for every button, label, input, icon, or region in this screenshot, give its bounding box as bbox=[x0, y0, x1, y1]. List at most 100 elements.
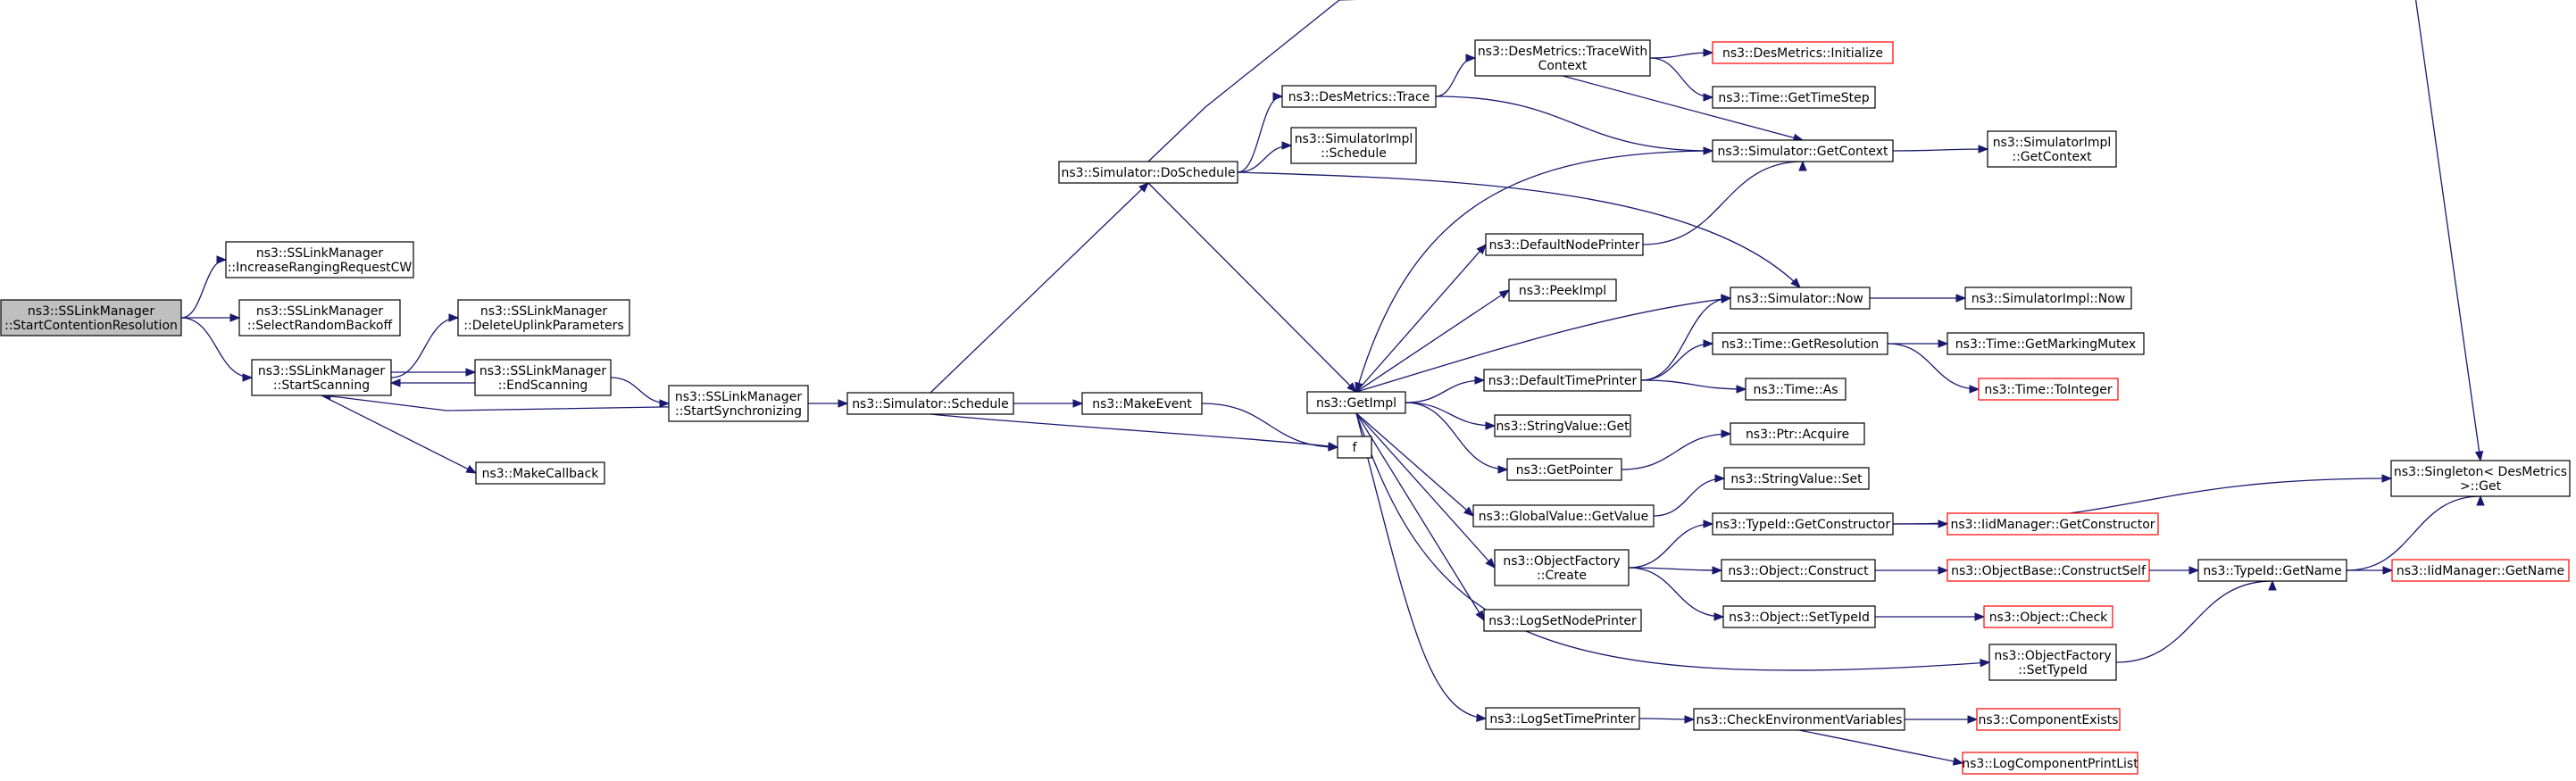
node-make-event[interactable]: ns3::MakeEvent bbox=[1081, 392, 1203, 415]
node-objfactory-settypeid[interactable]: ns3::ObjectFactory::SetTypeId bbox=[1988, 644, 2117, 681]
arrowhead bbox=[1712, 566, 1723, 575]
node-box bbox=[1693, 708, 1905, 731]
node-getpointer[interactable]: ns3::GetPointer bbox=[1506, 458, 1622, 481]
node-select-backoff[interactable]: ns3::SSLinkManager::SelectRandomBackoff bbox=[238, 299, 401, 336]
call-nodes: ns3::SSLinkManager::StartContentionResol… bbox=[0, 39, 2571, 775]
edge-objfactory-create-to-typeid-getctor bbox=[1628, 523, 1713, 569]
edge-sim-doschedule-to-getimpl bbox=[1147, 182, 1357, 393]
node-time-tointeger[interactable]: ns3::Time::ToInteger bbox=[1978, 378, 2119, 401]
node-label: ns3::Simulator::Schedule bbox=[852, 397, 1009, 411]
node-time-getstep[interactable]: ns3::Time::GetTimeStep bbox=[1712, 86, 1876, 109]
arrowhead bbox=[1980, 659, 1991, 668]
node-objfactory-create[interactable]: ns3::ObjectFactory::Create bbox=[1494, 549, 1630, 586]
node-stringvalue-get[interactable]: ns3::StringValue::Get bbox=[1494, 414, 1631, 437]
node-object-construct[interactable]: ns3::Object::Construct bbox=[1721, 559, 1876, 582]
node-des-trace[interactable]: ns3::DesMetrics::Trace bbox=[1281, 85, 1437, 108]
arrowhead bbox=[1703, 48, 1714, 57]
node-object-check[interactable]: ns3::Object::Check bbox=[1983, 605, 2113, 628]
node-iidmgr-getname[interactable]: ns3::IidManager::GetName bbox=[2391, 559, 2570, 582]
arrowhead bbox=[1721, 429, 1732, 438]
node-typeid-getname[interactable]: ns3::TypeId::GetName bbox=[2197, 559, 2347, 582]
arrowhead bbox=[1955, 294, 1967, 303]
node-logcomp-printlist[interactable]: ns3::LogComponentPrintList bbox=[1962, 752, 2138, 775]
node-label: ns3::ObjectBase::ConstructSelf bbox=[1951, 564, 2147, 578]
arrowhead bbox=[1974, 612, 1986, 621]
node-sim-doschedule[interactable]: ns3::Simulator::DoSchedule bbox=[1058, 161, 1238, 184]
arrowhead bbox=[1497, 465, 1509, 474]
node-box bbox=[1494, 549, 1630, 586]
arrowhead bbox=[1072, 399, 1084, 408]
arrowhead bbox=[229, 313, 241, 322]
node-simimpl-getctx[interactable]: ns3::SimulatorImpl::GetContext bbox=[1987, 130, 2117, 168]
node-sim-getctx[interactable]: ns3::Simulator::GetContext bbox=[1712, 139, 1894, 162]
edge-sim-schedule-to-sim-doschedule bbox=[930, 182, 1149, 394]
arrowhead bbox=[2188, 566, 2200, 575]
node-default-time-printer[interactable]: ns3::DefaultTimePrinter bbox=[1483, 369, 1642, 392]
node-sim-schedule[interactable]: ns3::Simulator::Schedule bbox=[846, 392, 1014, 415]
arrowhead bbox=[1476, 243, 1487, 255]
arrowhead bbox=[389, 378, 401, 387]
node-typeid-getctor[interactable]: ns3::TypeId::GetConstructor bbox=[1712, 512, 1894, 536]
node-f[interactable]: f bbox=[1337, 436, 1372, 459]
node-objectbase-constructself[interactable]: ns3::ObjectBase::ConstructSelf bbox=[1947, 559, 2150, 582]
node-label: ns3::LogSetTimePrinter bbox=[1489, 712, 1636, 727]
node-box bbox=[1058, 161, 1238, 184]
node-ptr-acquire[interactable]: ns3::Ptr::Acquire bbox=[1730, 422, 1865, 445]
node-box bbox=[0, 299, 182, 336]
node-start-scanning[interactable]: ns3::SSLinkManager::StartScanning bbox=[251, 359, 392, 396]
node-box bbox=[1306, 391, 1406, 414]
node-label: ns3::Singleton< DesMetrics bbox=[2394, 465, 2567, 479]
node-label: ns3::CheckEnvironmentVariables bbox=[1696, 713, 1903, 727]
node-object-settypeid[interactable]: ns3::Object::SetTypeId bbox=[1722, 605, 1876, 628]
node-increase-cw[interactable]: ns3::SSLinkManager::IncreaseRangingReque… bbox=[225, 241, 414, 278]
node-des-init[interactable]: ns3::DesMetrics::Initialize bbox=[1712, 41, 1894, 64]
node-logset-timeprinter[interactable]: ns3::LogSetTimePrinter bbox=[1485, 707, 1640, 730]
node-component-exists[interactable]: ns3::ComponentExists bbox=[1976, 708, 2121, 731]
node-end-scanning[interactable]: ns3::SSLinkManager::EndScanning bbox=[474, 359, 612, 396]
node-singleton-get[interactable]: ns3::Singleton< DesMetrics >::Get bbox=[2390, 460, 2571, 497]
node-stringvalue-set[interactable]: ns3::StringValue::Set bbox=[1723, 467, 1870, 490]
node-box bbox=[474, 359, 612, 396]
edge-getimpl-to-globalvalue-getvalue bbox=[1355, 412, 1474, 517]
edge-getimpl-to-objfactory-settypeid bbox=[1355, 412, 1990, 671]
edge-sim-doschedule-to-des-trace bbox=[1237, 96, 1283, 173]
edge-objfactory-create-to-object-settypeid bbox=[1628, 567, 1724, 618]
node-label: ns3::IidManager::GetName bbox=[2397, 564, 2564, 578]
node-make-callback[interactable]: ns3::MakeCallback bbox=[475, 461, 605, 485]
edge-getimpl-to-objfactory-create bbox=[1355, 412, 1496, 569]
edge-default-node-printer-to-sim-getctx bbox=[1642, 161, 1804, 245]
edge-default-time-printer-to-time-as bbox=[1640, 379, 1747, 390]
node-box bbox=[2391, 559, 2570, 582]
node-label: ns3::LogSetNodePrinter bbox=[1488, 614, 1637, 628]
node-box bbox=[1494, 414, 1631, 437]
node-box bbox=[238, 299, 401, 336]
node-sim-now[interactable]: ns3::Simulator::Now bbox=[1730, 287, 1871, 310]
node-time-getmutex[interactable]: ns3::Time::GetMarkingMutex bbox=[1947, 332, 2145, 355]
node-box bbox=[1712, 512, 1894, 536]
node-box bbox=[1947, 559, 2150, 582]
edge-des-trace-to-des-trace-ctx bbox=[1435, 57, 1476, 97]
node-box bbox=[1976, 708, 2121, 731]
node-getimpl[interactable]: ns3::GetImpl bbox=[1306, 391, 1406, 414]
node-globalvalue-getvalue[interactable]: ns3::GlobalValue::GetValue bbox=[1472, 504, 1655, 528]
node-simimpl-now[interactable]: ns3::SimulatorImpl::Now bbox=[1964, 287, 2132, 310]
node-time-as[interactable]: ns3::Time::As bbox=[1745, 378, 1847, 401]
node-delete-uplink[interactable]: ns3::SSLinkManager::DeleteUplinkParamete… bbox=[457, 299, 630, 336]
node-simimpl-schedule[interactable]: ns3::SimulatorImpl::Schedule bbox=[1290, 127, 1417, 164]
arrowhead bbox=[838, 399, 849, 408]
arrowhead bbox=[1798, 160, 1807, 171]
arrowhead bbox=[1272, 92, 1284, 101]
node-default-node-printer[interactable]: ns3::DefaultNodePrinter bbox=[1485, 233, 1644, 256]
node-start-contention[interactable]: ns3::SSLinkManager::StartContentionResol… bbox=[0, 299, 182, 336]
node-peekimpl[interactable]: ns3::PeekImpl bbox=[1508, 278, 1617, 302]
node-label: ::StartContentionResolution bbox=[4, 319, 178, 333]
node-box bbox=[1978, 378, 2119, 401]
node-time-getres[interactable]: ns3::Time::GetResolution bbox=[1712, 332, 1888, 355]
edge-des-trace-to-sim-getctx bbox=[1435, 96, 1713, 152]
node-iidmgr-getctor[interactable]: ns3::IidManager::GetConstructor bbox=[1947, 512, 2159, 536]
node-start-sync[interactable]: ns3::SSLinkManager::StartSynchronizing bbox=[668, 385, 809, 422]
node-logset-nodeprinter[interactable]: ns3::LogSetNodePrinter bbox=[1483, 609, 1642, 632]
node-label: >::Get bbox=[2460, 479, 2502, 494]
node-check-env-vars[interactable]: ns3::CheckEnvironmentVariables bbox=[1693, 708, 1905, 731]
